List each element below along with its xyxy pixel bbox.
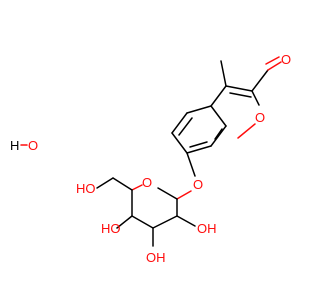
bond-c4a-c8a <box>210 105 227 127</box>
bond-c5-c6-double <box>178 117 193 136</box>
bond-c5-c6 <box>112 177 133 191</box>
bond-o1-c8a <box>237 123 256 139</box>
bond-c4-c4a <box>210 85 227 107</box>
water-oxygen: O <box>28 138 38 153</box>
bond-c4-oh <box>116 215 133 229</box>
chemical-structure: O O O O HO OH OH HO H O <box>10 52 291 265</box>
bond-c4a-c5 <box>186 105 212 114</box>
bond-o5-c5 <box>131 184 143 191</box>
sugar-ring-oxygen-label: O <box>142 175 152 190</box>
bond-c8a-c8 <box>210 125 227 147</box>
bond-c4-c3 <box>131 215 154 229</box>
c2-hydroxyl-label: OH <box>197 221 217 236</box>
glycosidic-linkage <box>176 152 196 200</box>
hydroxymethyl-hydroxyl-label: HO <box>76 181 96 196</box>
water-molecule: H O <box>10 138 38 153</box>
atom-labels: O O O O HO OH OH HO <box>76 52 291 265</box>
bond-c1-o5 <box>157 187 178 200</box>
bond-c7-c8-double <box>189 141 208 148</box>
c3-hydroxyl-label: OH <box>146 250 166 265</box>
bond-c2-o-carbonyl-double <box>265 56 280 65</box>
methyl-bond <box>220 60 227 87</box>
water-hydrogen-left: H <box>10 138 19 153</box>
bond-c3-c2 <box>152 215 178 229</box>
bond-c2-o1 <box>251 90 260 106</box>
bond-o-c1 <box>176 190 192 200</box>
c4-hydroxyl-label: HO <box>101 221 121 236</box>
carbonyl-oxygen-label: O <box>281 52 291 67</box>
bond-c2-oh <box>176 215 196 227</box>
bond-c6-oh <box>96 177 114 189</box>
coumarin-core <box>171 56 282 154</box>
bond-c7-c8 <box>186 145 212 154</box>
chromenone-ring-oxygen-label: O <box>255 110 265 125</box>
bond-c2-o-carbonyl <box>267 61 282 71</box>
bond-c4-c3-double <box>229 92 252 98</box>
bond-c3-c2 <box>251 69 269 92</box>
bond-c4-c3 <box>225 85 253 92</box>
bond-c5-c6 <box>171 112 188 134</box>
bond-c8-c8a-double <box>214 128 223 140</box>
glycosidic-oxygen-label: O <box>193 177 203 192</box>
bond-c7-o <box>186 152 196 177</box>
bond-c6-c7 <box>171 132 188 154</box>
glucose-ring <box>96 177 196 247</box>
